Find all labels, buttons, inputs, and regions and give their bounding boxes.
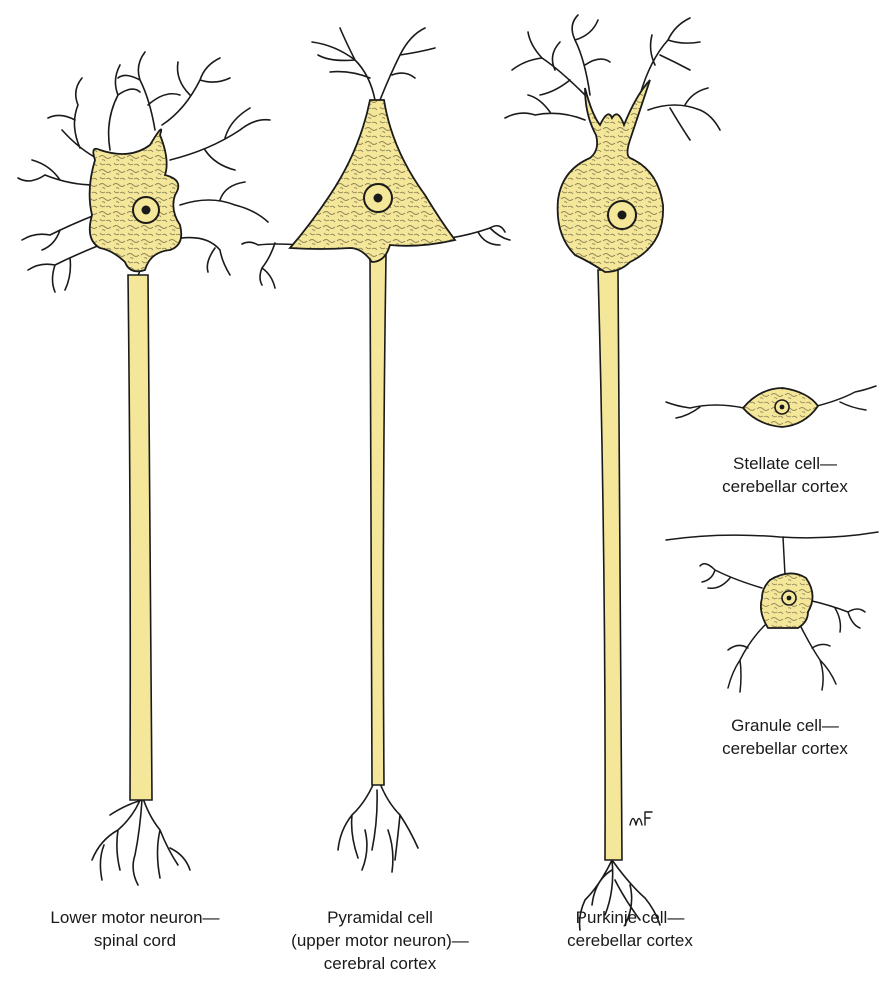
caption-stellate-cell: Stellate cell— cerebellar cortex [690,452,880,498]
caption-lower-motor-neuron: Lower motor neuron— spinal cord [20,906,250,952]
lower-motor-neuron-axon [128,275,152,800]
caption-line: (upper motor neuron)— [270,929,490,952]
caption-line: cerebellar cortex [530,929,730,952]
granule-cell-drawing [666,532,878,692]
caption-line: cerebellar cortex [690,475,880,498]
pyramidal-cell-drawing [242,28,510,872]
caption-line: Stellate cell— [690,452,880,475]
caption-line: Lower motor neuron— [20,906,250,929]
artist-signature [630,812,652,825]
caption-line: Purkinje cell— [530,906,730,929]
caption-line: cerebral cortex [270,952,490,975]
caption-granule-cell: Granule cell— cerebellar cortex [690,714,880,760]
caption-line: Pyramidal cell [270,906,490,929]
pyramidal-cell-axon [370,255,386,785]
caption-line: cerebellar cortex [690,737,880,760]
purkinje-cell-axon [598,270,622,860]
caption-purkinje-cell: Purkinje cell— cerebellar cortex [530,906,730,952]
lower-motor-neuron-drawing [18,52,270,885]
caption-line: spinal cord [20,929,250,952]
caption-line: Granule cell— [690,714,880,737]
purkinje-cell-drawing [505,15,720,930]
caption-pyramidal-cell: Pyramidal cell (upper motor neuron)— cer… [270,906,490,975]
stellate-cell-drawing [666,386,876,427]
